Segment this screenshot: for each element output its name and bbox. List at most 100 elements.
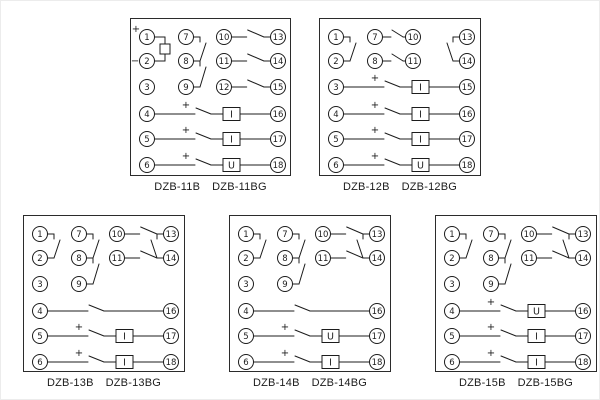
model-label: DZB-12BG — [401, 181, 458, 193]
terminal-circle — [369, 303, 385, 319]
terminal-3: 3 — [444, 276, 460, 292]
terminal-number: 18 — [462, 161, 473, 171]
terminal-number: 2 — [144, 57, 149, 67]
polarity-sign: + — [132, 24, 140, 35]
terminal-10: 10 — [315, 226, 331, 242]
terminal-number: 1 — [449, 230, 454, 240]
terminal-number: 2 — [333, 57, 338, 67]
contact-blade — [562, 239, 570, 259]
terminal-10: 10 — [109, 226, 125, 242]
terminal-number: 11 — [112, 254, 123, 264]
contact-blade — [53, 239, 61, 259]
contact-blade — [384, 132, 401, 140]
terminal-2: 2 — [238, 250, 254, 266]
contact-blade — [88, 329, 105, 337]
terminal-number: 2 — [243, 254, 248, 264]
terminal-circle — [163, 250, 179, 266]
terminal-2: 2 — [328, 53, 344, 69]
terminal-1: 1 — [139, 29, 155, 45]
polarity-plus: + — [371, 151, 379, 162]
terminal-15: 15 — [459, 79, 475, 95]
terminal-circle — [178, 53, 194, 69]
contact-blade — [298, 239, 306, 259]
contact-blade — [500, 329, 517, 337]
terminal-9: 9 — [178, 79, 194, 95]
contact-blade — [391, 53, 404, 62]
terminal-circle — [32, 354, 48, 370]
terminal-number: 1 — [243, 230, 248, 240]
terminal-6: 6 — [32, 354, 48, 370]
polarity-plus: + — [182, 125, 190, 136]
terminal-1: 1 — [32, 226, 48, 242]
terminal-number: 4 — [144, 110, 149, 120]
terminal-number: 11 — [219, 57, 230, 67]
terminal-16: 16 — [369, 303, 385, 319]
element-label: I — [419, 135, 422, 146]
terminal-circle — [238, 354, 254, 370]
terminal-circle — [32, 276, 48, 292]
element-label: I — [230, 135, 233, 146]
terminal-number: 13 — [578, 230, 589, 240]
model-label: DZB-14B — [252, 377, 300, 389]
terminal-number: 7 — [488, 230, 493, 240]
polarity-plus: + — [281, 322, 289, 333]
model-label: DZB-13BG — [105, 377, 162, 389]
terminal-circle — [71, 250, 87, 266]
terminal-4: 4 — [139, 106, 155, 122]
terminal-circle — [139, 29, 155, 45]
contact-blade — [346, 226, 364, 235]
terminal-number: 13 — [462, 33, 473, 43]
polarity-plus: + — [371, 73, 379, 84]
terminal-number: 17 — [273, 135, 284, 145]
element-label: U — [417, 161, 424, 172]
terminal-number: 5 — [333, 135, 338, 145]
terminal-17: 17 — [270, 131, 286, 147]
contact-blade — [294, 355, 311, 363]
terminal-3: 3 — [139, 79, 155, 95]
terminal-8: 8 — [483, 250, 499, 266]
terminal-number: 16 — [273, 110, 284, 120]
polarity-plus: + — [75, 322, 83, 333]
polarity-plus: + — [487, 322, 495, 333]
terminal-circle — [521, 250, 537, 266]
terminal-circle — [459, 106, 475, 122]
terminal-11: 11 — [216, 53, 232, 69]
terminal-14: 14 — [369, 250, 385, 266]
terminal-number: 14 — [578, 254, 589, 264]
terminal-number: 10 — [524, 230, 535, 240]
terminal-number: 18 — [273, 161, 284, 171]
polarity-plus: + — [75, 348, 83, 359]
terminal-circle — [369, 226, 385, 242]
terminal-circle — [483, 250, 499, 266]
terminal-circle — [575, 226, 591, 242]
contact-blade — [294, 329, 311, 337]
terminal-number: 4 — [37, 307, 42, 317]
terminal-11: 11 — [405, 53, 421, 69]
model-label: DZB-11BG — [212, 181, 267, 193]
contact-blade — [199, 66, 207, 88]
element-label: I — [419, 110, 422, 121]
terminal-number: 16 — [166, 307, 177, 317]
terminal-17: 17 — [369, 328, 385, 344]
polarity-plus: + — [371, 100, 379, 111]
terminal-number: 9 — [76, 280, 81, 290]
terminal-number: 10 — [408, 33, 419, 43]
terminal-circle — [139, 106, 155, 122]
element-label: I — [535, 332, 538, 343]
contact-blade — [92, 239, 100, 259]
terminal-number: 10 — [219, 33, 230, 43]
terminal-circle — [32, 328, 48, 344]
contact-blade — [88, 304, 105, 312]
terminal-7: 7 — [178, 29, 194, 45]
contact-blade — [140, 226, 158, 235]
terminal-circle — [328, 106, 344, 122]
terminal-number: 7 — [76, 230, 81, 240]
terminal-number: 13 — [166, 230, 177, 240]
terminal-7: 7 — [483, 226, 499, 242]
terminal-circle — [32, 250, 48, 266]
